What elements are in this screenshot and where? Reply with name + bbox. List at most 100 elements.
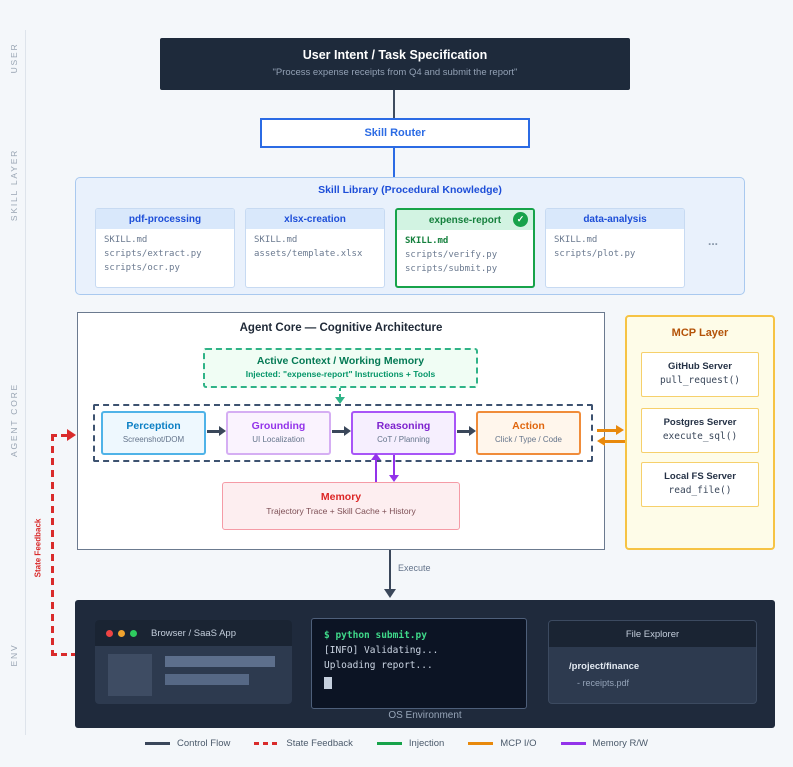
legend-item-injection: Injection	[376, 738, 445, 749]
mcp-io-arrow-out	[597, 429, 618, 432]
more-skills-ellipsis: ...	[708, 234, 719, 248]
state-feedback-label: State Feedback	[33, 518, 43, 578]
file-explorer-title: File Explorer	[625, 628, 680, 640]
control-flow-arrowhead-icon	[219, 426, 226, 436]
memory-box: Memory Trajectory Trace + Skill Cache + …	[222, 482, 460, 530]
state-feedback-segment	[51, 434, 69, 437]
injection-arrow-line	[339, 388, 341, 399]
pipeline-box-subtitle: CoT / Planning	[377, 435, 430, 444]
file-entry: SKILL.md	[254, 235, 298, 245]
legend-swatch	[145, 742, 171, 745]
browser-content-bar	[165, 674, 249, 685]
pipeline-box-title: Perception	[126, 420, 181, 432]
state-feedback-arrowhead-icon	[67, 429, 76, 441]
traffic-lights-icon	[106, 630, 137, 637]
mcp-io-arrowhead-icon	[597, 436, 605, 446]
terminal-window: $ python submit.py [INFO] Validating... …	[311, 618, 527, 709]
legend-label: Injection	[408, 738, 445, 749]
rail-label-skill-layer: SKILL LAYER	[9, 148, 19, 222]
mcp-server-name: GitHub Server	[668, 361, 732, 372]
terminal-output-line: Uploading report...	[324, 660, 433, 672]
terminal-cursor	[324, 676, 332, 689]
state-feedback-segment	[51, 434, 54, 655]
legend-item-mcp-io: MCP I/O	[468, 738, 537, 749]
pipeline-box-grounding: Grounding UI Localization	[226, 411, 331, 455]
memory-write-arrowhead-icon	[389, 475, 399, 482]
agent-core-title: Agent Core — Cognitive Architecture	[239, 322, 443, 334]
pipeline-box-subtitle: Screenshot/DOM	[122, 435, 185, 444]
skill-card-header: expense-report ✓	[397, 210, 533, 230]
pipeline-box-perception: Perception Screenshot/DOM	[101, 411, 206, 455]
skill-card-files: SKILL.md scripts/extract.py scripts/ocr.…	[96, 229, 234, 281]
pipeline-box-title: Grounding	[251, 420, 306, 432]
legend-label: Control Flow	[177, 738, 231, 749]
skill-card-files: SKILL.md scripts/verify.py scripts/submi…	[397, 230, 533, 282]
mcp-server-function: execute_sql()	[662, 431, 738, 442]
pipeline-box-title: Reasoning	[376, 420, 431, 432]
browser-title: Browser / SaaS App	[150, 627, 237, 639]
file-entry: SKILL.md	[554, 235, 598, 245]
minimize-icon	[118, 630, 125, 637]
folder-path: /project/finance	[569, 661, 640, 672]
cognitive-pipeline-container	[93, 404, 593, 462]
layer-rail-line	[25, 30, 26, 735]
legend-item-memory-rw: Memory R/W	[560, 738, 648, 749]
user-intent-subtitle: "Process expense receipts from Q4 and su…	[272, 67, 518, 78]
skill-card-xlsx-creation: xlsx-creation SKILL.md assets/template.x…	[245, 208, 385, 288]
intent-to-router-connector	[393, 90, 395, 118]
skill-card-header: data-analysis	[546, 209, 684, 229]
file-entry: - receipts.pdf	[577, 678, 630, 688]
control-flow-arrowhead-icon	[469, 426, 476, 436]
legend-label: MCP I/O	[500, 738, 537, 749]
active-context-title: Active Context / Working Memory	[256, 355, 425, 367]
legend-swatch	[560, 742, 586, 745]
legend-item-control-flow: Control Flow	[145, 738, 230, 749]
browser-window: Browser / SaaS App	[95, 620, 292, 704]
terminal-output-line: [INFO] Validating...	[324, 645, 439, 657]
skill-router-box: Skill Router	[260, 118, 530, 148]
close-icon	[106, 630, 113, 637]
execute-arrowhead-icon	[384, 589, 396, 598]
execute-label: Execute	[398, 563, 431, 573]
skill-card-name: expense-report	[428, 214, 502, 226]
pipeline-box-subtitle: Click / Type / Code	[495, 435, 562, 444]
control-flow-arrowhead-icon	[344, 426, 351, 436]
browser-titlebar: Browser / SaaS App	[95, 620, 292, 646]
skill-card-files: SKILL.md scripts/plot.py	[546, 229, 684, 267]
legend-label: Memory R/W	[592, 738, 648, 749]
mcp-server-name: Local FS Server	[664, 471, 736, 482]
pipeline-box-subtitle: UI Localization	[252, 435, 305, 444]
file-entry: assets/template.xlsx	[254, 248, 363, 259]
mcp-layer-title: MCP Layer	[671, 327, 729, 339]
file-entry: scripts/plot.py	[554, 248, 636, 259]
memory-read-arrow	[375, 460, 377, 482]
rail-label-user: USER	[9, 42, 19, 74]
mcp-io-arrow-in	[604, 440, 625, 443]
memory-title: Memory	[320, 491, 362, 503]
check-badge-icon: ✓	[513, 212, 528, 227]
skill-card-data-analysis: data-analysis SKILL.md scripts/plot.py	[545, 208, 685, 288]
pipeline-box-reasoning: Reasoning CoT / Planning	[351, 411, 456, 455]
browser-content-bar	[165, 656, 275, 667]
legend-swatch	[468, 742, 494, 745]
file-entry: scripts/verify.py	[405, 249, 498, 260]
user-intent-title: User Intent / Task Specification	[302, 48, 488, 62]
os-environment-label: OS Environment	[388, 710, 462, 721]
legend-label: State Feedback	[286, 738, 353, 749]
file-entry-active: SKILL.md	[405, 236, 449, 246]
mcp-server-github: GitHub Server pull_request()	[641, 352, 759, 397]
mcp-server-name: Postgres Server	[663, 417, 737, 428]
file-entry: scripts/submit.py	[405, 263, 498, 274]
memory-write-arrow	[393, 455, 395, 476]
injection-arrowhead-icon	[335, 397, 345, 404]
rail-label-env: ENV	[9, 643, 19, 667]
user-intent-box: User Intent / Task Specification "Proces…	[160, 38, 630, 90]
skill-card-expense-report-selected: expense-report ✓ SKILL.md scripts/verify…	[395, 208, 535, 288]
file-explorer-titlebar: File Explorer	[549, 621, 756, 647]
maximize-icon	[130, 630, 137, 637]
mcp-server-function: read_file()	[668, 485, 732, 496]
skill-card-pdf-processing: pdf-processing SKILL.md scripts/extract.…	[95, 208, 235, 288]
file-entry: scripts/ocr.py	[104, 262, 180, 273]
control-flow-arrow	[457, 430, 470, 433]
